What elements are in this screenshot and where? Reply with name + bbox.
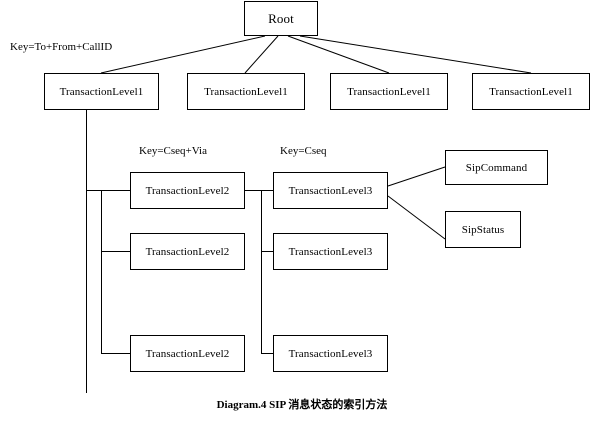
node-sip-status-label: SipStatus [461,223,505,236]
key-to-from-callid-text: Key=To+From+CallID [10,41,113,53]
node-sip-command[interactable]: SipCommand [445,150,548,185]
key-to-from-callid: Key=To+From+CallID [10,41,112,53]
key-cseq-text: Key=Cseq [280,145,327,157]
edge-root-to-level1-1 [100,35,266,74]
key-cseq-via: Key=Cseq+Via [139,145,207,157]
node-sip-command-label: SipCommand [465,161,528,174]
node-transaction-level3-1[interactable]: TransactionLevel3 [273,172,388,209]
node-root-label: Root [268,10,294,26]
node-sip-status[interactable]: SipStatus [445,211,521,248]
node-transaction-level1-4[interactable]: TransactionLevel1 [472,73,590,110]
diagram-caption: Diagram.4 SIP 消息状态的索引方法 [0,396,604,412]
node-transaction-level2-1[interactable]: TransactionLevel2 [130,172,245,209]
key-cseq: Key=Cseq [280,145,327,157]
node-transaction-level1-3-label: TransactionLevel1 [347,85,431,98]
diagram-caption-text: Diagram.4 SIP 消息状态的索引方法 [216,399,388,411]
node-transaction-level3-2-label: TransactionLevel3 [288,245,373,258]
node-transaction-level3-2[interactable]: TransactionLevel3 [273,233,388,270]
node-transaction-level1-1[interactable]: TransactionLevel1 [44,73,159,110]
node-transaction-level2-2-label: TransactionLevel2 [145,245,230,258]
node-root[interactable]: Root [244,1,318,36]
node-transaction-level1-1-label: TransactionLevel1 [59,85,144,98]
edge-root-to-level1-3 [287,35,390,74]
edge-level3-to-sipstatus [387,195,446,240]
node-transaction-level2-3-label: TransactionLevel2 [145,347,230,360]
key-cseq-via-text: Key=Cseq+Via [139,145,207,157]
node-transaction-level1-3[interactable]: TransactionLevel1 [330,73,448,110]
node-transaction-level1-2[interactable]: TransactionLevel1 [187,73,305,110]
node-transaction-level1-2-label: TransactionLevel1 [204,85,288,98]
edge-root-to-level1-2 [244,35,279,74]
edge-level3-to-sipcommand [387,166,446,187]
node-transaction-level2-3[interactable]: TransactionLevel2 [130,335,245,372]
node-transaction-level2-1-label: TransactionLevel2 [145,184,230,197]
node-transaction-level3-1-label: TransactionLevel3 [288,184,373,197]
node-transaction-level3-3[interactable]: TransactionLevel3 [273,335,388,372]
node-transaction-level3-3-label: TransactionLevel3 [288,347,373,360]
edge-root-to-level1-4 [299,35,532,74]
node-transaction-level2-2[interactable]: TransactionLevel2 [130,233,245,270]
node-transaction-level1-4-label: TransactionLevel1 [489,85,573,98]
